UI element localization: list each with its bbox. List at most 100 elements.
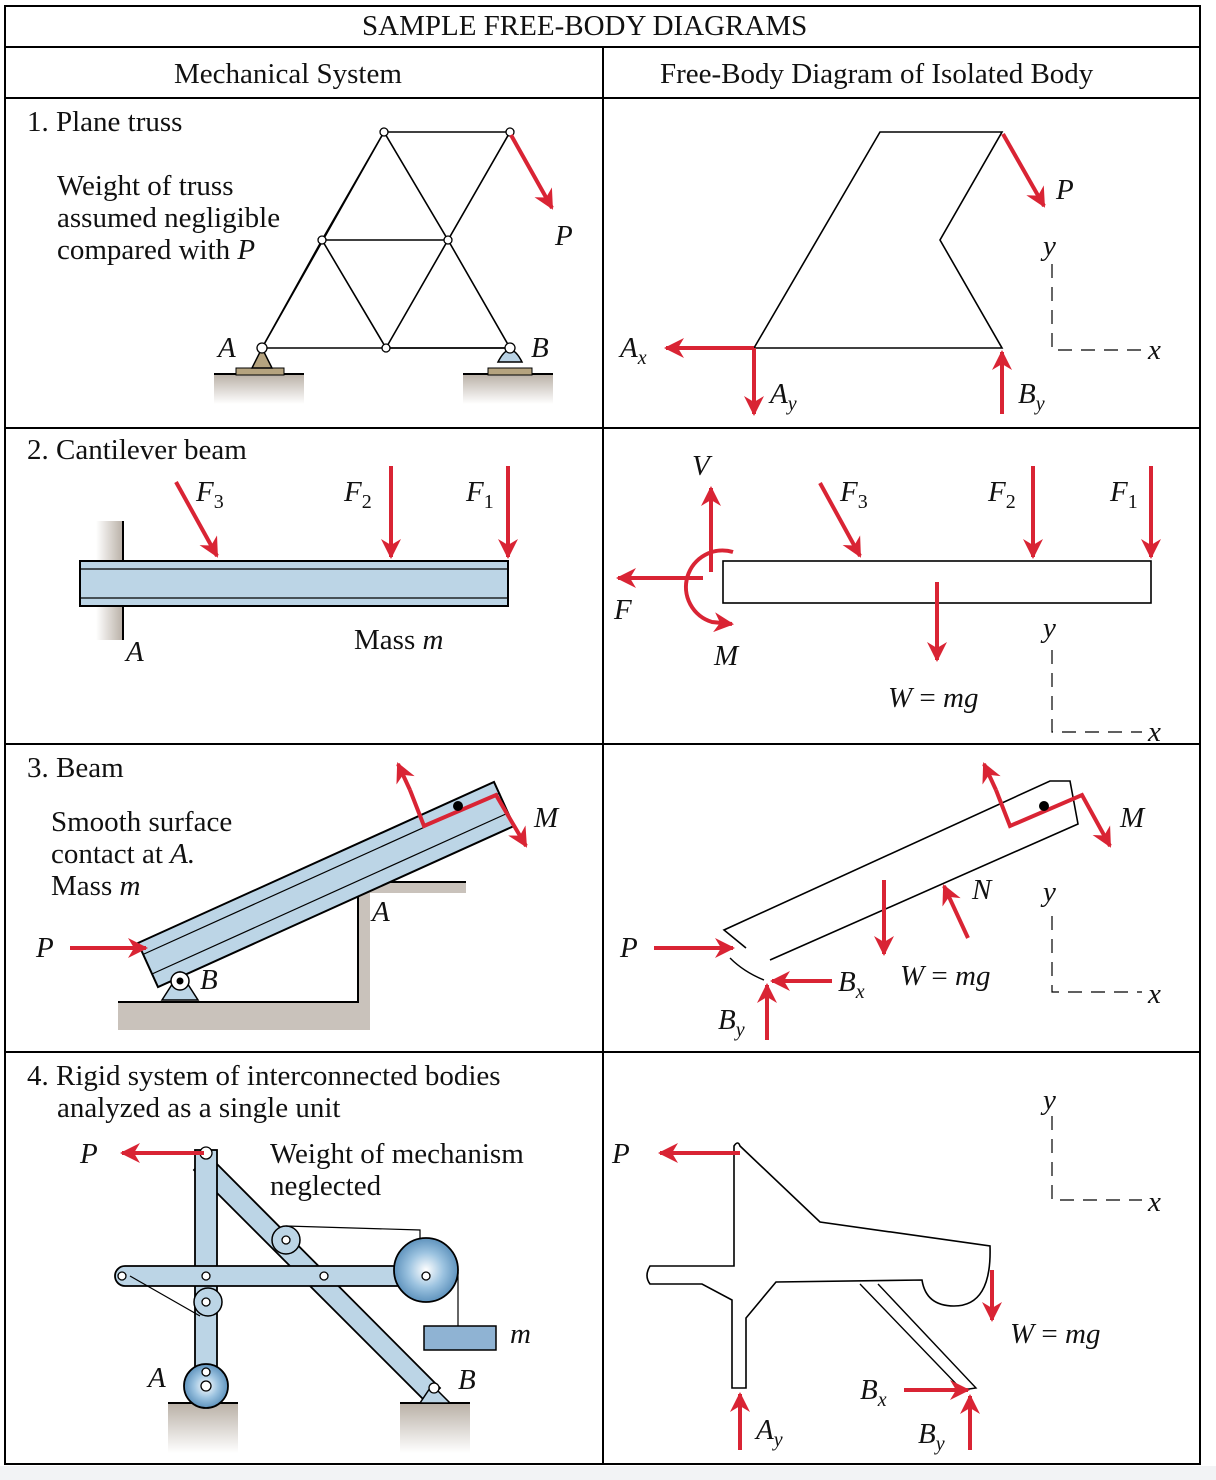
subscript: y: [1035, 393, 1045, 415]
fbd-label-P: P: [620, 932, 638, 964]
force-arrow-P: [1001, 133, 1046, 208]
axes: [1051, 650, 1142, 733]
label-B: B: [458, 1364, 476, 1396]
fbd-label-W: W = mg: [900, 962, 990, 991]
fbd-label-P: P: [1056, 174, 1074, 206]
main: F: [344, 476, 362, 508]
main: A: [756, 1414, 774, 1446]
main: B: [918, 1418, 936, 1450]
mechanism-system: [114, 1143, 497, 1453]
truss-system: [214, 127, 554, 404]
force-arrow-P: [509, 134, 554, 210]
label-m: m: [510, 1318, 531, 1350]
moment-arrow-M-tail: [982, 762, 1001, 791]
axis-x-label: x: [1148, 978, 1161, 1010]
fbd-label-V: V: [692, 450, 710, 482]
row-4-note-line-2: neglected: [270, 1170, 382, 1202]
label-B: B: [200, 964, 218, 996]
subscript: x: [855, 981, 865, 1003]
fbd-label-By: By: [718, 1004, 745, 1041]
subscript: y: [787, 393, 797, 415]
force-arrow-F3: [818, 482, 862, 558]
row-3-title: 3. Beam: [27, 752, 124, 784]
fbd-label-F2: F2: [988, 478, 1016, 513]
fbd-label-Ay: Ay: [770, 380, 797, 415]
main: B: [718, 1004, 736, 1036]
axis-y-label: y: [1043, 230, 1056, 262]
mass-text: Mass: [354, 624, 416, 656]
note-text: compared with: [57, 234, 231, 266]
subscript: 1: [483, 491, 494, 513]
fbd-label-Ay: Ay: [756, 1414, 783, 1451]
fbd-label-N: N: [972, 874, 992, 906]
axes: [1051, 916, 1142, 993]
force-arrow-F3: [174, 481, 219, 558]
label-F3: F3: [196, 476, 224, 513]
row-1-note-line-3: compared with P: [57, 234, 255, 266]
subscript: 3: [213, 491, 224, 513]
label-A: A: [126, 636, 144, 668]
subscript: y: [935, 1433, 945, 1455]
axis-x-label: x: [1148, 334, 1161, 366]
axis-y-label: y: [1043, 876, 1056, 908]
note-symbol: P: [237, 234, 256, 266]
axis-x-label: x: [1148, 716, 1161, 748]
label-P: P: [36, 932, 54, 964]
fbd-label-M: M: [714, 640, 739, 672]
fbd-label-W: W = mg: [1010, 1320, 1100, 1349]
lhs: W: [1010, 1318, 1035, 1350]
table-grid: [4, 5, 1201, 1465]
label-B: B: [531, 332, 549, 364]
row-3-note-line-2: contact at A.: [51, 838, 195, 870]
label-F2: F2: [344, 476, 372, 513]
axes: [1051, 1116, 1142, 1201]
mass-symbol: m: [422, 624, 444, 656]
moment-arrow-M: [684, 548, 734, 633]
label-mass: Mass m: [354, 624, 443, 656]
beam-system: [70, 762, 528, 1030]
label-A: A: [218, 332, 236, 364]
mechanism-fbd: [646, 1116, 1142, 1450]
subscript: 2: [361, 491, 372, 513]
lhs: W: [888, 682, 913, 714]
column-header-left: Mechanical System: [174, 58, 402, 90]
label-A: A: [372, 896, 390, 928]
row-1-note-line-1: Weight of truss: [57, 170, 234, 202]
fbd-label-Bx: Bx: [860, 1376, 887, 1411]
cantilever-fbd: [616, 466, 1161, 733]
fbd-label-M: M: [1120, 802, 1145, 834]
rhs: mg: [955, 960, 991, 992]
main: A: [620, 332, 638, 364]
note-text: Mass: [51, 870, 113, 902]
fbd-label-By: By: [918, 1418, 945, 1455]
fbd-label-P: P: [612, 1138, 630, 1170]
main: F: [466, 476, 484, 508]
main: F: [840, 476, 858, 508]
equals: =: [924, 960, 956, 992]
subscript: y: [773, 1429, 783, 1451]
row-4-note-line-1: Weight of mechanism: [270, 1138, 524, 1170]
fbd-label-F: F: [614, 594, 632, 626]
label-P: P: [555, 220, 573, 252]
subscript: 1: [1127, 491, 1138, 513]
axis-y-label: y: [1043, 612, 1056, 644]
main: F: [1110, 476, 1128, 508]
fbd-label-F1: F1: [1110, 476, 1138, 513]
rhs: mg: [943, 682, 979, 714]
equals: =: [1034, 1318, 1066, 1350]
beam-fbd: [654, 762, 1142, 1040]
row-1-note-line-2: assumed negligible: [57, 202, 281, 234]
label-F1: F1: [466, 476, 494, 513]
main: B: [1018, 378, 1036, 410]
cantilever-system: [79, 466, 518, 640]
row-2-title: 2. Cantilever beam: [27, 434, 247, 466]
axis-y-label: y: [1043, 1084, 1056, 1116]
truss-fbd: [664, 131, 1142, 416]
subscript: 2: [1005, 491, 1016, 513]
main: F: [196, 476, 214, 508]
moment-arrow-M-tail: [396, 762, 415, 791]
rhs: mg: [1065, 1318, 1101, 1350]
fbd-label-Ax: Ax: [620, 332, 647, 369]
